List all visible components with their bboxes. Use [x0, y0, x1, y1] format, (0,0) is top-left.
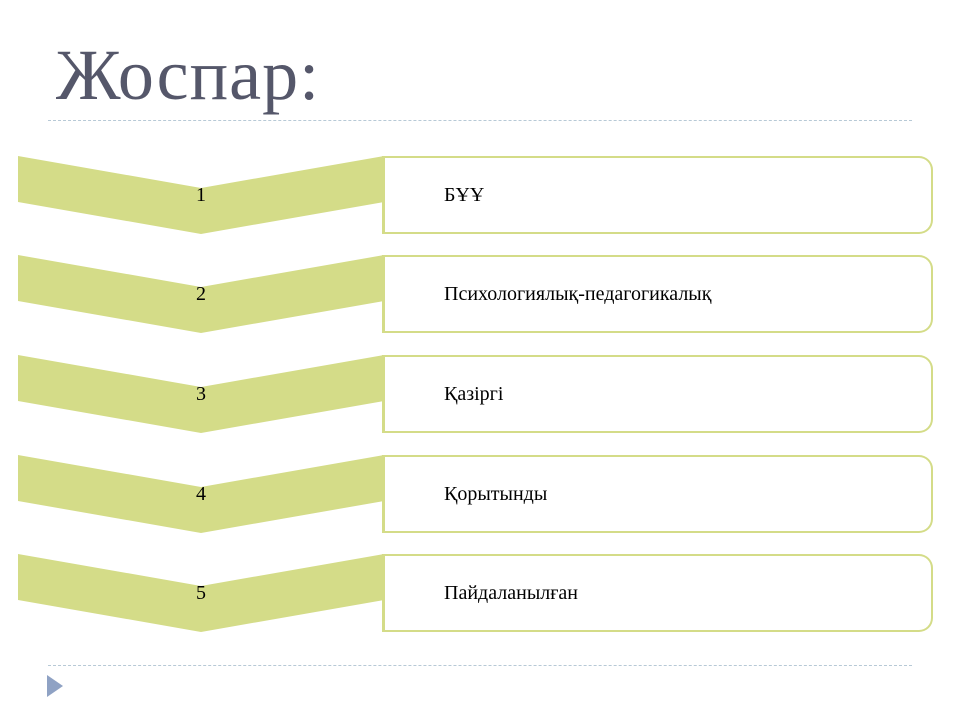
plan-item-card: Пайдаланылған — [382, 554, 933, 632]
plan-item-text: Қорытынды — [444, 483, 548, 505]
plan-item-2: 2 Психологиялық-педагогикалық — [0, 255, 960, 335]
plan-item-card: Қазіргі — [382, 355, 933, 433]
chevron-shape — [18, 355, 384, 435]
chevron-shape — [18, 156, 384, 236]
plan-item-number: 4 — [196, 483, 206, 505]
plan-item-4: 4 Қорытынды — [0, 455, 960, 535]
plan-item-5: 5 Пайдаланылған — [0, 554, 960, 634]
plan-item-text: Психологиялық-педагогикалық — [444, 283, 712, 305]
plan-item-number: 2 — [196, 283, 206, 305]
plan-item-text: Қазіргі — [444, 383, 504, 405]
plan-item-number: 5 — [196, 582, 206, 604]
plan-item-text: Пайдаланылған — [444, 582, 579, 604]
plan-item-number: 1 — [196, 184, 206, 206]
chevron-shape — [18, 255, 384, 335]
plan-item-text: БҰҰ — [444, 184, 485, 206]
plan-item-card: Психологиялық-педагогикалық — [382, 255, 933, 333]
plan-item-card: БҰҰ — [382, 156, 933, 234]
top-divider — [48, 120, 912, 121]
chevron-shape — [18, 554, 384, 634]
plan-item-3: 3 Қазіргі — [0, 355, 960, 435]
slide-title: Жоспар: — [56, 35, 321, 115]
triangle-right-icon[interactable] — [46, 674, 64, 698]
plan-item-card: Қорытынды — [382, 455, 933, 533]
chevron-shape — [18, 455, 384, 535]
plan-item-number: 3 — [196, 383, 206, 405]
bottom-divider — [48, 665, 912, 666]
plan-item-1: 1 БҰҰ — [0, 156, 960, 236]
